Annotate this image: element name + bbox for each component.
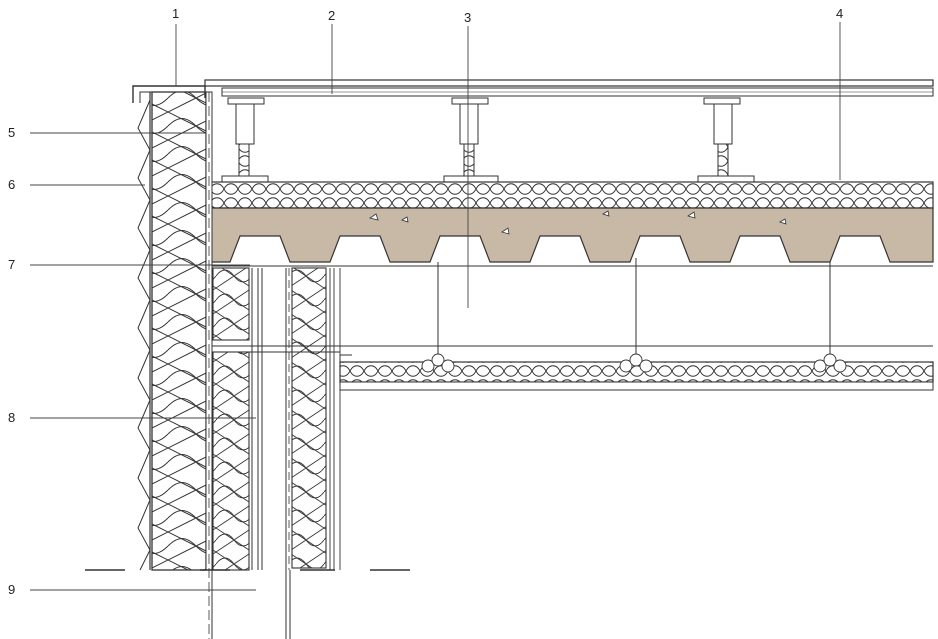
external-cladding — [137, 92, 151, 571]
callout-2: 2 — [328, 8, 335, 23]
callout-7: 7 — [8, 257, 15, 272]
ceiling-clips — [421, 353, 847, 373]
callout-8: 8 — [8, 410, 15, 425]
pedestal-1 — [221, 97, 269, 183]
wall-membrane — [205, 91, 213, 639]
wall-insulation-inner — [212, 267, 250, 571]
callout-5: 5 — [8, 125, 15, 140]
ceiling-hangers — [437, 258, 831, 360]
callout-3: 3 — [464, 10, 471, 25]
leader-lines — [30, 22, 841, 591]
concrete-slab — [209, 207, 934, 263]
suspended-ceiling — [339, 353, 934, 391]
wall-studs — [251, 268, 287, 639]
aggregate-marks — [369, 210, 787, 235]
callout-4: 4 — [836, 6, 843, 21]
interior-partition — [288, 267, 341, 570]
walkway-deck — [204, 79, 934, 97]
callout-9: 9 — [8, 582, 15, 597]
pedestal-3 — [697, 97, 755, 183]
callout-6: 6 — [8, 177, 15, 192]
pedestal-2 — [443, 97, 499, 183]
callout-1: 1 — [172, 6, 179, 21]
roof-insulation-layer — [209, 181, 934, 209]
pedestal-supports — [221, 97, 755, 183]
wall-insulation-outer — [151, 91, 207, 571]
